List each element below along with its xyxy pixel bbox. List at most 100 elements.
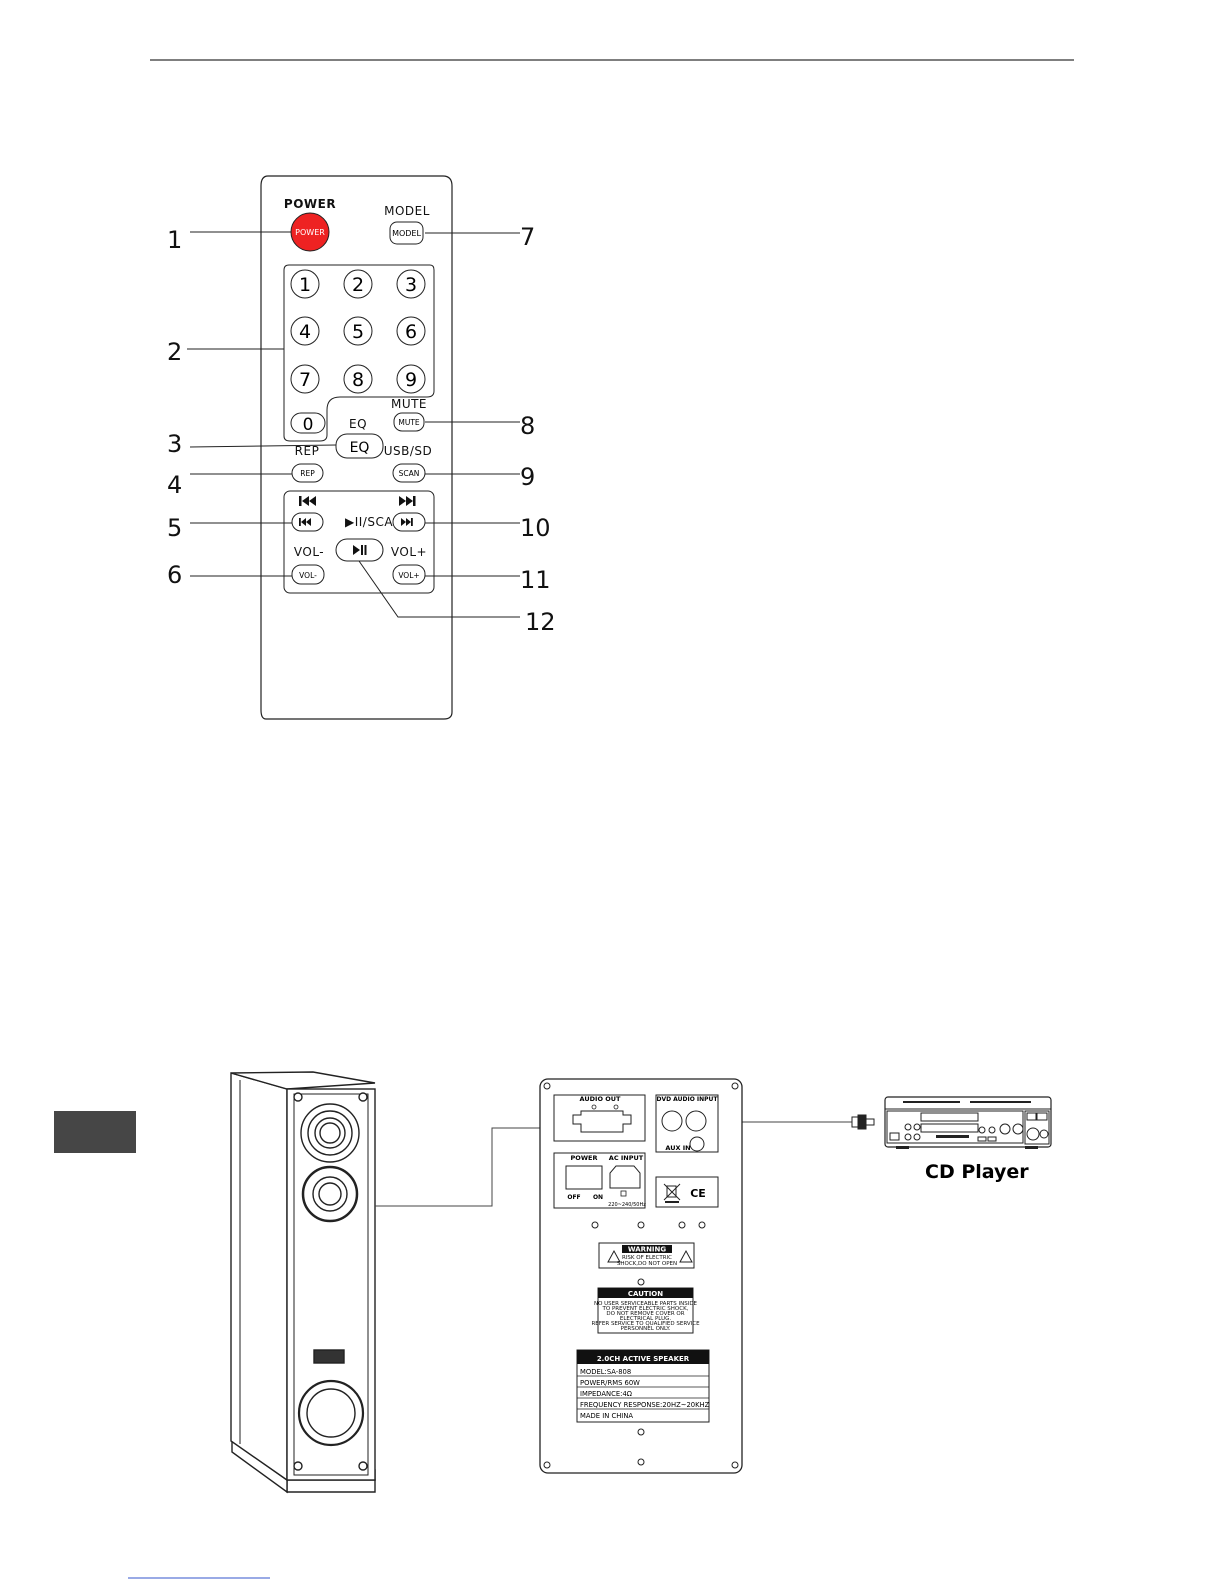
play-scan-label-group: ▶II/SCAN: [345, 515, 403, 529]
power-button-label: POWER: [295, 228, 325, 237]
dvd-audio-input-label: DVD AUDIO INPUT: [656, 1096, 718, 1103]
vol-minus-button[interactable]: VOL-: [291, 564, 325, 585]
eq-label: EQ: [349, 417, 367, 431]
scan-button-label: SCAN: [399, 469, 420, 478]
digit-button-3[interactable]: 3: [396, 269, 426, 299]
keypad-frame: [283, 264, 435, 442]
cd-player: CD Player: [851, 1096, 1052, 1183]
model-button[interactable]: MODEL: [389, 221, 424, 245]
warning-triangle-icon: [679, 1249, 693, 1263]
transport-frame: [283, 490, 435, 594]
panel-screws: [543, 1082, 739, 1469]
digit-button-1[interactable]: 1: [290, 269, 320, 299]
warning-title: WARNING: [628, 1246, 667, 1254]
previous-icon: [299, 518, 311, 526]
callout-6: 6: [167, 561, 182, 589]
remote-body: [260, 175, 453, 720]
spec-rules: [577, 1375, 709, 1410]
mute-button-label: MUTE: [398, 418, 420, 427]
play-scan-label: ▶II/SCAN: [345, 515, 403, 529]
warning-triangle-icon: [607, 1249, 621, 1263]
digit-button-7[interactable]: 7: [290, 364, 320, 394]
digit-button-8[interactable]: 8: [343, 364, 373, 394]
vol-plus-label: VOL+: [391, 545, 427, 559]
digit-button-2[interactable]: 2: [343, 269, 373, 299]
callout-2: 2: [167, 338, 182, 366]
ac-socket: [609, 1165, 641, 1189]
cd-player-buttons: [889, 1123, 1049, 1142]
spec-line: MADE IN CHINA: [580, 1412, 633, 1420]
digit-label: 3: [405, 274, 417, 296]
spec-line: POWER/RMS 60W: [580, 1379, 640, 1387]
usb-sd-label: USB/SD: [384, 444, 433, 458]
rca-plug-icon: [851, 1114, 875, 1130]
section-tab: [54, 1111, 136, 1153]
previous-button[interactable]: [291, 512, 324, 532]
off-label: OFF: [567, 1194, 580, 1201]
eq-button[interactable]: EQ: [335, 433, 384, 459]
callout-1: 1: [167, 226, 182, 254]
caution-line: ELECTRICAL PLUG.: [620, 1316, 671, 1322]
caution-line: REFER SERVICE TO QUALIFIED SERVICE: [591, 1321, 700, 1327]
callout-10: 10: [520, 514, 551, 542]
next-icon: [399, 496, 416, 506]
rep-button[interactable]: REP: [291, 463, 324, 483]
digit-label: 5: [352, 321, 364, 343]
audio-out-label: AUDIO OUT: [580, 1095, 622, 1103]
next-button[interactable]: [392, 512, 426, 532]
next-icon: [401, 518, 413, 526]
spec-line: FREQUENCY RESPONSE:20HZ~20KHZ: [580, 1401, 710, 1409]
model-button-label: MODEL: [392, 229, 421, 238]
power-switch-label: POWER: [571, 1154, 598, 1162]
caution-line: DO NOT REMOVE COVER OR: [606, 1311, 684, 1317]
speaker-terminal: [572, 1110, 632, 1133]
digit-button-4[interactable]: 4: [290, 316, 320, 346]
vol-plus-button-label: VOL+: [398, 571, 419, 580]
spec-line: IMPEDANCE:4Ω: [580, 1390, 632, 1398]
digit-label: 6: [405, 321, 417, 343]
digit-label: 8: [352, 369, 364, 391]
ac-input-label: AC INPUT: [609, 1154, 644, 1162]
digit-button-6[interactable]: 6: [396, 316, 426, 346]
spec-title: 2.0CH ACTIVE SPEAKER: [597, 1355, 690, 1363]
digit-button-5[interactable]: 5: [343, 316, 373, 346]
digit-label: 0: [303, 415, 314, 435]
spec-line: MODEL:SA-808: [580, 1368, 631, 1376]
eq-button-label: EQ: [350, 440, 370, 456]
aux-in-label: AUX IN: [665, 1144, 690, 1152]
digit-label: 2: [352, 274, 364, 296]
remote-control: POWER MODEL POWER MODEL 1 2 3 4 5 6 7 8 …: [167, 175, 556, 720]
warning-line-1: RISK OF ELECTRIC: [622, 1255, 672, 1261]
callout-8: 8: [520, 412, 535, 440]
amplifier-back-panel: AUDIO OUT DVD AUDIO INPUT AUX IN POWER A…: [539, 1078, 743, 1474]
voltage-label: 220~240/50Hz: [608, 1202, 646, 1208]
vol-minus-button-label: VOL-: [299, 571, 317, 580]
digit-label: 1: [299, 274, 311, 296]
weee-bin-icon: [663, 1183, 681, 1203]
digit-button-9[interactable]: 9: [396, 364, 426, 394]
digit-label: 4: [299, 321, 311, 343]
digit-label: 9: [405, 369, 417, 391]
power-button[interactable]: POWER: [290, 212, 330, 252]
callout-5: 5: [167, 514, 182, 542]
vol-plus-button[interactable]: VOL+: [392, 564, 426, 585]
callout-7: 7: [520, 223, 535, 251]
play-pause-icon: [353, 545, 367, 555]
callout-3: 3: [167, 430, 182, 458]
play-pause-button[interactable]: [335, 538, 384, 562]
cd-player-label: CD Player: [925, 1161, 1029, 1183]
callout-4: 4: [167, 471, 182, 499]
rep-label: REP: [295, 444, 320, 458]
vol-minus-label: VOL-: [294, 545, 324, 559]
digit-button-0[interactable]: 0: [290, 412, 326, 435]
callout-leaders: [187, 231, 520, 618]
power-label: POWER: [284, 197, 336, 211]
caution-line: NO USER SERVICEABLE PARTS INSIDE: [594, 1301, 698, 1307]
power-rocker-switch: [565, 1165, 603, 1190]
previous-icon: [299, 496, 316, 506]
mute-button[interactable]: MUTE: [393, 412, 425, 432]
on-label: ON: [593, 1194, 603, 1201]
scan-button[interactable]: SCAN: [392, 463, 426, 483]
rep-button-label: REP: [300, 469, 315, 478]
